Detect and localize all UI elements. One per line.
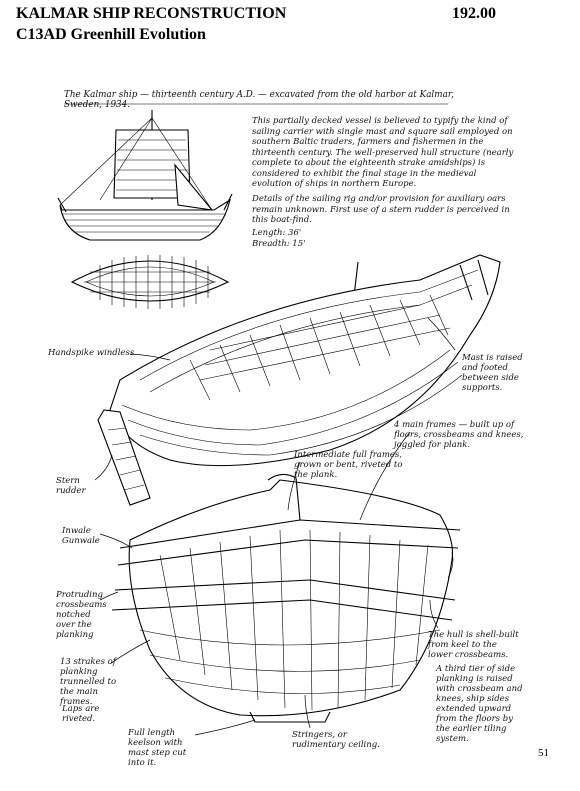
hull-structure-drawing xyxy=(111,473,461,723)
document-code: 192.00 xyxy=(452,5,496,22)
page-title: KALMAR SHIP RECONSTRUCTION xyxy=(16,5,287,22)
leader-inwale xyxy=(99,533,133,549)
leader-crossbeams xyxy=(99,591,119,601)
label-stern-rudder: Stern rudder xyxy=(56,476,86,496)
page-number: 51 xyxy=(538,747,549,759)
label-windlass: Handspike windless xyxy=(48,348,135,358)
label-shell-built: The hull is shell-built from keel to the… xyxy=(428,630,519,660)
leader-intermediate xyxy=(287,461,301,511)
label-main-frames: 4 main frames — built up of floors, cros… xyxy=(394,420,524,450)
label-strakes: 13 strakes of planking trunnelled to the… xyxy=(60,657,117,707)
label-laps: Laps are riveted. xyxy=(62,704,100,724)
label-keelson: Full length keelson with mast step cut i… xyxy=(128,728,187,768)
description-paragraph: This partially decked vessel is believed… xyxy=(252,116,514,189)
length-label: Length: 36' xyxy=(252,228,302,238)
page-subtitle: C13AD Greenhill Evolution xyxy=(16,26,206,43)
leader-main-frames xyxy=(359,431,411,521)
label-crossbeams: Protruding crossbeams notched over the p… xyxy=(56,590,107,640)
label-third-tier: A third tier of side planking is raised … xyxy=(436,664,523,744)
label-inwale: Inwale Gunwale xyxy=(62,526,100,546)
leader-mast xyxy=(427,317,456,351)
breadth-label: Breadth: 15' xyxy=(252,239,306,249)
leader-stringers xyxy=(304,694,311,729)
leader-stern-rudder xyxy=(94,454,113,481)
label-stringers: Stringers, or rudimentary ceiling. xyxy=(292,730,380,750)
leader-strakes xyxy=(109,639,151,665)
ship-caption: The Kalmar ship — thirteenth century A.D… xyxy=(64,90,454,110)
leader-windlass xyxy=(129,353,171,361)
label-intermediate: Intermediate full frames, grown or bent,… xyxy=(294,450,403,480)
leader-shell-built xyxy=(429,599,439,629)
plan-view-drawing xyxy=(70,255,230,309)
details-paragraph: Details of the sailing rig and/or provis… xyxy=(252,194,510,225)
leader-third-tier xyxy=(447,551,454,579)
leader-keelson xyxy=(194,719,256,736)
label-mast: Mast is raised and footed between side s… xyxy=(462,353,523,393)
main-ship-drawing xyxy=(97,254,501,506)
sail-profile-drawing xyxy=(57,110,233,241)
